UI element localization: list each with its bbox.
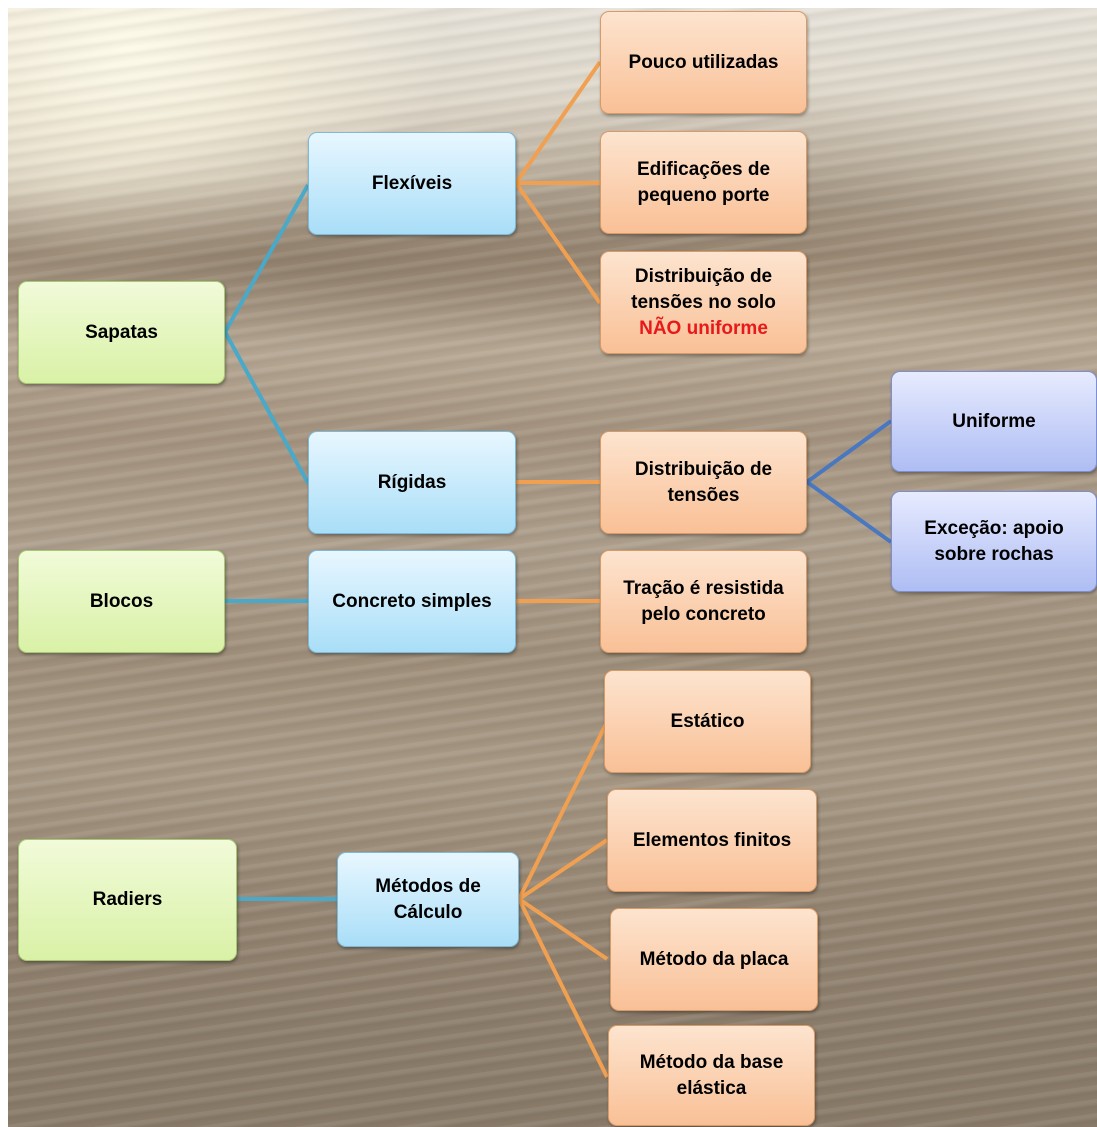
node-distrib-tensoes-line-2: tensões bbox=[667, 484, 740, 506]
node-estatico-label: Estático bbox=[670, 710, 745, 732]
link-distrib-excecao bbox=[805, 480, 893, 544]
link-flexiveis-distrib bbox=[514, 181, 602, 305]
node-excecao: Exceção: apoio sobre rochas bbox=[891, 491, 1097, 592]
node-estatico: Estático bbox=[604, 670, 811, 773]
node-edificacoes-line-2: pequeno porte bbox=[637, 184, 770, 206]
link-metodos-estatico bbox=[517, 721, 609, 900]
node-metodos-line-1: Métodos de bbox=[375, 875, 481, 897]
node-distrib-line-1: Distribuição de bbox=[634, 265, 773, 287]
link-distrib-uniforme bbox=[805, 419, 893, 484]
node-metodo-base-line-2: elástica bbox=[676, 1077, 747, 1099]
node-sapatas: Sapatas bbox=[18, 281, 225, 384]
node-excecao-line-2: sobre rochas bbox=[934, 543, 1054, 565]
node-elementos-finitos-label: Elementos finitos bbox=[632, 829, 792, 851]
link-metodos-placa bbox=[517, 897, 609, 961]
link-metodos-base bbox=[517, 898, 609, 1078]
node-radiers: Radiers bbox=[18, 839, 237, 961]
link-sapatas-rigidas bbox=[223, 331, 310, 484]
node-edificacoes: Edificações de pequeno porte bbox=[600, 131, 807, 234]
node-edificacoes-line-1: Edificações de bbox=[636, 158, 771, 180]
node-rigidas: Rígidas bbox=[308, 431, 516, 534]
link-metodos-elementos bbox=[517, 838, 609, 901]
node-pouco-utilizadas-label: Pouco utilizadas bbox=[628, 51, 779, 73]
node-distrib-line-2: tensões no solo bbox=[631, 291, 776, 313]
node-metodo-base: Método da base elástica bbox=[608, 1025, 815, 1126]
node-sapatas-label: Sapatas bbox=[85, 321, 158, 343]
node-metodo-base-line-1: Método da base bbox=[639, 1051, 784, 1073]
link-sapatas-flexiveis bbox=[223, 184, 310, 333]
node-distrib-highlight: NÃO uniforme bbox=[639, 317, 768, 339]
node-uniforme-label: Uniforme bbox=[952, 410, 1036, 432]
node-blocos: Blocos bbox=[18, 550, 225, 653]
node-tracao: Tração é resistida pelo concreto bbox=[600, 550, 807, 653]
node-tracao-line-2: pelo concreto bbox=[641, 603, 766, 625]
node-tracao-line-1: Tração é resistida bbox=[623, 577, 784, 599]
node-metodo-placa: Método da placa bbox=[610, 908, 818, 1011]
node-flexiveis: Flexíveis bbox=[308, 132, 516, 235]
link-flexiveis-pouco bbox=[514, 60, 602, 185]
node-metodos-calculo: Métodos de Cálculo bbox=[337, 852, 519, 947]
node-uniforme: Uniforme bbox=[891, 371, 1097, 472]
node-rigidas-label: Rígidas bbox=[377, 471, 447, 493]
node-elementos-finitos: Elementos finitos bbox=[607, 789, 817, 892]
node-concreto-simples-label: Concreto simples bbox=[332, 590, 492, 612]
node-concreto-simples: Concreto simples bbox=[308, 550, 516, 653]
node-distrib-tensoes: Distribuição de tensões bbox=[600, 431, 807, 534]
node-radiers-label: Radiers bbox=[92, 889, 163, 910]
node-metodos-line-2: Cálculo bbox=[393, 901, 463, 923]
node-blocos-label: Blocos bbox=[89, 590, 154, 612]
node-distrib-tensoes-line-1: Distribuição de bbox=[634, 458, 773, 480]
node-flexiveis-label: Flexíveis bbox=[371, 172, 453, 194]
node-metodo-placa-label: Método da placa bbox=[639, 948, 789, 970]
node-excecao-line-1: Exceção: apoio bbox=[924, 517, 1064, 539]
node-distrib-nao-uniforme: Distribuição de tensões no solo NÃO unif… bbox=[600, 251, 807, 354]
node-pouco-utilizadas: Pouco utilizadas bbox=[600, 11, 807, 114]
